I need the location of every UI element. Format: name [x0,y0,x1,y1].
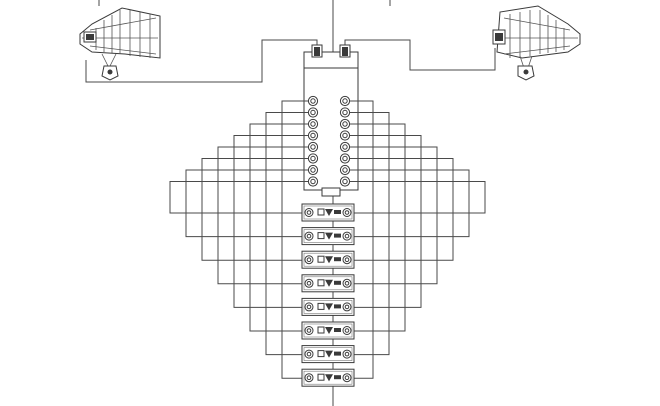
port-left-8 [307,176,319,187]
port-right-5 [339,141,351,153]
receiver-2 [301,227,355,246]
cable-left-5 [217,146,308,285]
receiver-logo-icon [325,209,333,216]
port-right-1 [339,95,351,107]
cable-left-7 [185,169,308,238]
cable-left-6 [201,158,308,261]
port-left-6 [307,153,319,164]
distributor-unit [303,44,359,197]
port-left-5 [307,141,319,153]
receiver-4 [301,274,355,293]
cable-right-6 [350,158,454,261]
receiver-cables [169,100,486,379]
cable-left-3 [249,123,308,332]
distributor-output-ports [307,95,351,187]
cable-right-2 [350,112,390,356]
receiver-logo-icon [325,232,333,240]
cable-right-1 [350,100,374,379]
receiver-logo-icon [325,256,333,264]
receiver-logo-icon [325,374,333,382]
port-right-6 [339,153,351,164]
receiver-8 [301,368,355,387]
cable-left-4 [233,135,308,308]
receiver-logo-icon [325,350,333,358]
antenna-left-icon [79,7,161,81]
cable-right-7 [350,169,470,238]
cable-antenna-right [344,39,496,71]
cable-left-2 [265,112,308,356]
receiver-3 [301,250,355,269]
receiver-logo-icon [325,327,333,334]
cable-right-3 [350,123,406,332]
receiver-stack [301,203,355,387]
port-right-3 [339,118,351,130]
cable-right-5 [350,146,438,285]
receiver-logo-icon [325,303,333,311]
antenna-right-icon [492,5,581,81]
port-right-2 [339,107,351,118]
receiver-1 [301,203,355,222]
cable-antenna-left [85,39,318,83]
receiver-5 [301,297,355,316]
port-left-2 [307,107,319,118]
cable-left-8 [169,181,308,214]
port-right-4 [339,130,351,141]
port-left-1 [307,95,319,107]
cable-right-4 [350,135,422,308]
receiver-7 [301,345,355,364]
cable-right-8 [350,181,486,214]
cable-left-1 [281,100,308,379]
port-left-3 [307,118,319,130]
port-left-7 [307,164,319,176]
receiver-6 [301,321,355,340]
port-left-4 [307,130,319,141]
receiver-logo-icon [325,279,333,287]
distributor-foot [321,187,341,197]
port-right-8 [339,176,351,187]
port-right-7 [339,164,351,176]
